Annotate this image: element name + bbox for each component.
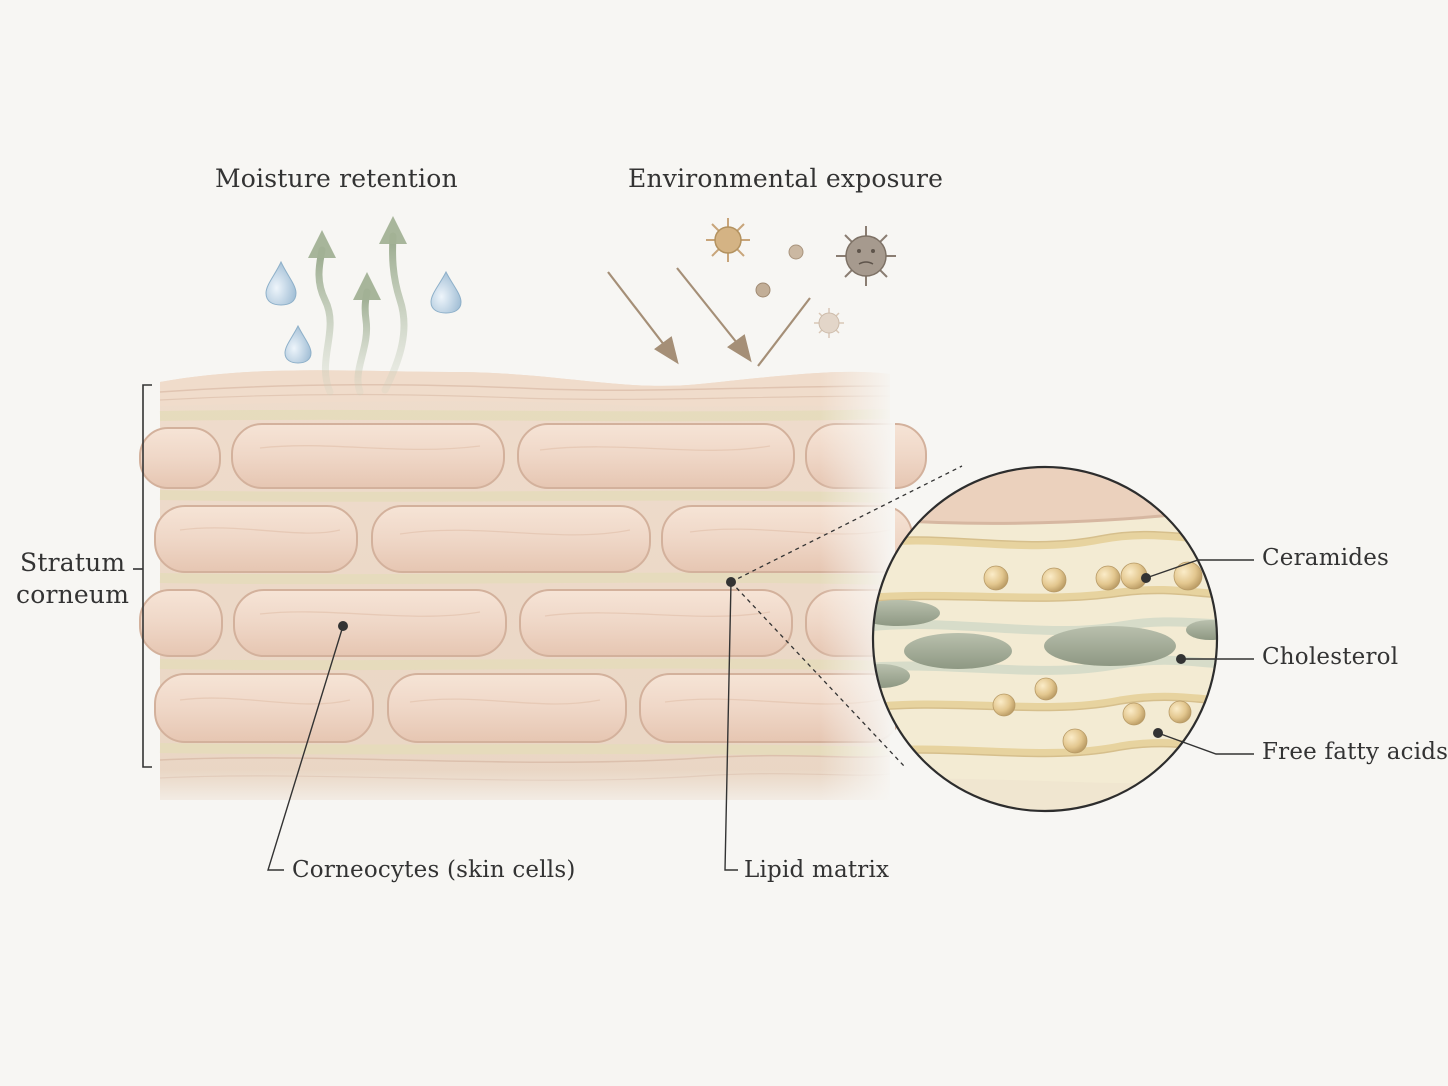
stratum-label-line2: corneum [16,580,130,609]
virus-icon [836,226,896,286]
pollen-icon [706,218,750,262]
lipid-zoom-circle [871,465,1219,813]
skin-cross-section [139,360,927,815]
ceramides-label: Ceramides [1262,545,1390,571]
vapor-arrow-icon [315,232,408,396]
free-fatty-acids-label: Free fatty acids [1262,739,1448,765]
environmental-exposure-label: Environmental exposure [628,164,944,193]
stratum-bracket [133,384,152,768]
water-droplet-icon [265,260,462,364]
moisture-retention-label: Moisture retention [215,164,458,193]
corneocytes-label: Corneocytes (skin cells) [292,857,576,883]
uv-ray-icon [607,267,811,367]
cholesterol-label: Cholesterol [1262,644,1399,670]
lipid-matrix-label: Lipid matrix [744,857,890,883]
zoom-connector [730,465,963,767]
dust-particle-icon [755,244,844,338]
leader-lines [267,559,1254,871]
stratum-label-line1: Stratum [20,548,126,577]
